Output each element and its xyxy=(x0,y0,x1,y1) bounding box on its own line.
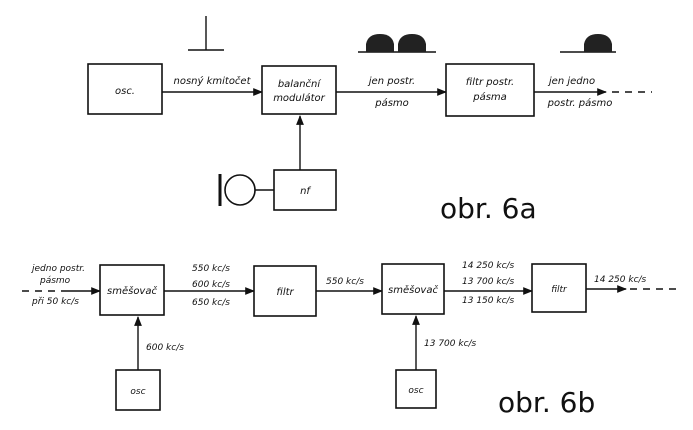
filter2-label: filtr xyxy=(551,285,568,295)
osc1-block: osc xyxy=(115,369,161,411)
input-label-line1: jedno postr. xyxy=(30,264,85,274)
microphone-icon xyxy=(218,174,274,206)
ssb-label-line1: jen jedno xyxy=(547,76,595,87)
balanced-modulator-block: balanční modulátor xyxy=(261,65,337,115)
sideband-filter-label-line1: filtr postr. xyxy=(466,77,514,88)
modulator-label-line2: modulátor xyxy=(273,92,325,104)
osc1-label: osc xyxy=(130,387,145,397)
filter1-label: filtr xyxy=(276,287,294,298)
af-amplifier-block: nf xyxy=(273,169,337,211)
osc2-block: osc xyxy=(395,369,437,409)
mixer1-out-freq-3: 650 kc/s xyxy=(192,298,230,308)
sideband-filter-label-line2: pásma xyxy=(472,91,507,103)
mixer2-out-freq-1: 14 250 kc/s xyxy=(462,261,515,271)
filter1-block: filtr xyxy=(253,265,317,317)
figure-6a-title: obr. 6a xyxy=(440,192,537,225)
mixer2-label: směšovač xyxy=(388,284,438,296)
diagram-6a: osc. nosný kmitočet balanční modulátor j… xyxy=(87,16,652,225)
output-frequency-label: 14 250 kc/s xyxy=(594,275,647,285)
figure-6b-title: obr. 6b xyxy=(498,386,595,419)
osc2-frequency-label: 13 700 kc/s xyxy=(424,339,477,349)
filter1-out-freq: 550 kc/s xyxy=(326,277,364,287)
mixer1-out-freq-1: 550 kc/s xyxy=(192,264,230,274)
filter2-block: filtr xyxy=(531,263,587,313)
dsb-label-line2: pásmo xyxy=(374,97,409,109)
mixer1-out-freq-2: 600 kc/s xyxy=(192,280,230,290)
single-sideband-spectrum-icon xyxy=(560,34,616,53)
mixer2-out-freq-3: 13 150 kc/s xyxy=(462,296,515,306)
osc-block: osc. xyxy=(87,63,163,115)
osc1-frequency-label: 600 kc/s xyxy=(146,343,184,353)
osc2-label: osc xyxy=(408,386,423,396)
carrier-label: nosný kmitočet xyxy=(173,75,251,87)
mixer2-out-freq-2: 13 700 kc/s xyxy=(462,277,515,287)
osc-block-label: osc. xyxy=(115,86,135,97)
double-sideband-spectrum-icon xyxy=(358,34,436,53)
modulator-label-line1: balanční xyxy=(278,78,322,90)
dsb-label-line1: jen postr. xyxy=(367,76,415,87)
mixer1-label: směšovač xyxy=(107,285,157,297)
mixer2-block: směšovač xyxy=(381,263,445,315)
input-label-line3: při 50 kc/s xyxy=(31,297,79,307)
ssb-label-line2: postr. pásmo xyxy=(547,97,613,109)
carrier-spectrum-icon xyxy=(188,16,224,51)
mixer1-block: směšovač xyxy=(99,264,165,316)
diagram-6b: jedno postr. pásmo při 50 kc/s směšovač … xyxy=(22,261,676,419)
sideband-filter-block: filtr postr. pásma xyxy=(445,63,535,117)
af-amplifier-label: nf xyxy=(300,186,311,197)
input-label-line2: pásmo xyxy=(39,276,71,286)
